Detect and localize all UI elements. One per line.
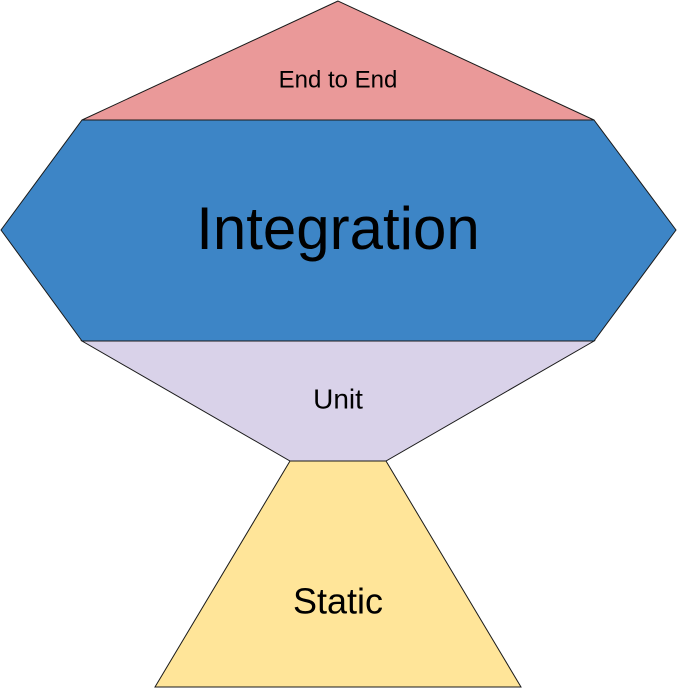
end-to-end-label: End to End: [279, 66, 398, 93]
end-to-end-shape: [81, 0, 595, 121]
integration-layer: Integration: [0, 119, 677, 342]
unit-layer: Unit: [80, 340, 596, 462]
static-layer: Static: [154, 460, 522, 688]
static-label: Static: [293, 581, 383, 622]
unit-label: Unit: [313, 383, 363, 414]
static-shape: [154, 460, 522, 688]
integration-label: Integration: [196, 195, 480, 262]
end-to-end-layer: End to End: [81, 0, 595, 121]
